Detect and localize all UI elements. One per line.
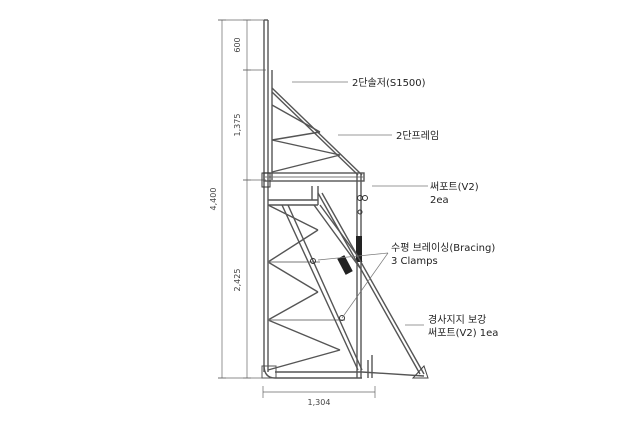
dim-width: 1,304: [308, 398, 331, 407]
clamp-markers: [310, 195, 368, 321]
dim-total-height: 4,400: [209, 188, 218, 211]
label-frame: 2단프레임: [396, 129, 439, 142]
label-outrigger: 2단솔저(S1500): [352, 77, 426, 89]
leader-lines: [292, 81, 428, 326]
main-post: [263, 19, 273, 372]
horizontal-dimension: [262, 386, 376, 398]
label-support-line2: 2ea: [430, 195, 449, 206]
upper-frame: [271, 87, 363, 176]
horizontal-beam: [261, 172, 365, 188]
lower-frame: [261, 186, 363, 379]
support-v2: [356, 173, 363, 378]
dim-seg-bottom: 2,425: [233, 269, 242, 292]
label-bracing-line1: 수평 브레이싱(Bracing): [391, 242, 495, 254]
label-inclined-line1: 경사지지 보강: [428, 313, 486, 326]
label-support-line1: 써포트(V2): [430, 181, 479, 193]
label-inclined-line2: 써포트(V2) 1ea: [428, 327, 498, 339]
dim-seg-top: 600: [233, 37, 242, 52]
label-bracing-line2: 3 Clamps: [391, 256, 438, 267]
vertical-dimensions: [218, 19, 266, 379]
inclined-support: [317, 192, 429, 379]
dim-seg-middle: 1,375: [233, 114, 242, 137]
